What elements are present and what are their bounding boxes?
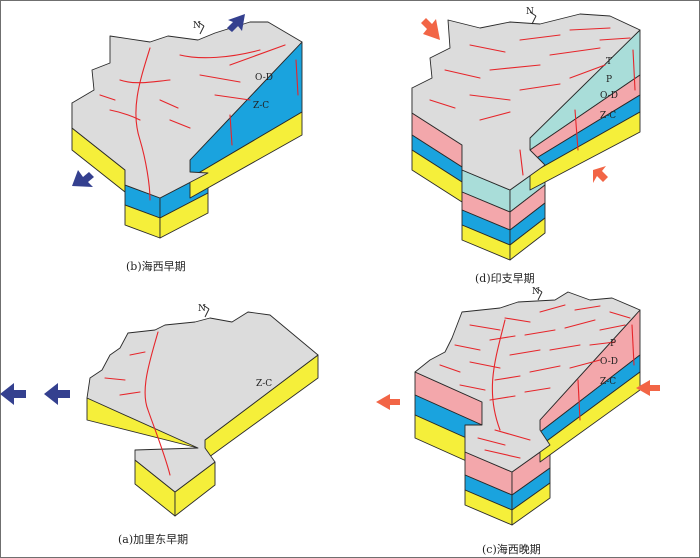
panel-c-north-arrow: N xyxy=(532,287,543,301)
panel-c-arrow-west xyxy=(376,394,400,410)
panel-c: N P O-D Z-C (c)海西晚期 xyxy=(376,287,660,556)
panel-d-label-p: P xyxy=(606,75,612,85)
panel-c-side-faces xyxy=(414,309,641,526)
panel-b-caption: (b)海西早期 xyxy=(126,259,186,273)
panel-d-label-od: O-D xyxy=(600,91,618,101)
panel-b-layer-zc-right xyxy=(189,111,303,199)
panel-b-arrow-ne xyxy=(227,14,245,32)
panel-d-label-zc: Z-C xyxy=(600,111,616,121)
panel-c-fractures xyxy=(439,304,635,459)
panel-d: N T P O-D Z-C (d)印支早期 xyxy=(411,7,641,285)
panel-d-side-faces xyxy=(411,29,641,261)
panel-b-label-od: O-D xyxy=(255,73,273,83)
panel-c-arrow-east xyxy=(636,380,660,396)
panel-c-label-od: O-D xyxy=(600,357,618,367)
panel-d-north-arrow: N xyxy=(526,7,537,25)
panel-b-layer-zc-front xyxy=(159,192,209,239)
panel-d-north-label: N xyxy=(526,7,534,17)
panel-d-arrow-se xyxy=(593,166,608,183)
panel-b: N O-D Z-C (b)海西早期 xyxy=(71,14,303,273)
panel-a-fractures xyxy=(104,331,171,476)
panel-d-arrow-nw xyxy=(421,18,440,40)
panel-c-label-zc: Z-C xyxy=(600,377,616,387)
panel-c-top-surface xyxy=(414,291,641,473)
panel-a-top-surface xyxy=(86,311,319,493)
panel-b-top-surface xyxy=(71,21,303,199)
panel-a-arrow-east xyxy=(0,383,26,405)
panel-c-layer-zc-front xyxy=(511,482,551,526)
panel-a-north-arrow: N xyxy=(198,304,210,318)
panel-c-label-p: P xyxy=(610,339,616,349)
panel-b-label-zc: Z-C xyxy=(253,101,269,111)
panel-b-arrow-sw xyxy=(72,170,94,187)
panel-b-north-label: N xyxy=(193,21,201,31)
panel-d-label-t: T xyxy=(606,57,612,67)
panel-a-arrow-west xyxy=(44,383,70,405)
panel-d-caption: (d)印支早期 xyxy=(475,272,535,285)
panel-c-caption: (c)海西晚期 xyxy=(482,542,541,556)
panel-a: N Z-C (a)加里东早期 xyxy=(0,304,319,546)
panel-d-layer-zc-front xyxy=(509,217,546,261)
panel-b-north-arrow: N xyxy=(193,21,205,35)
panel-a-stress-arrows xyxy=(0,383,70,405)
panel-d-fractures xyxy=(429,27,636,176)
panel-a-caption: (a)加里东早期 xyxy=(118,533,188,546)
panel-a-north-label: N xyxy=(198,304,206,314)
panel-d-layer-zc-right xyxy=(529,111,641,191)
panel-a-label-zc: Z-C xyxy=(256,379,272,389)
panel-b-fractures xyxy=(99,44,299,201)
panel-d-top-surface xyxy=(411,13,641,191)
panel-b-stress-arrows xyxy=(72,14,245,187)
panel-c-stress-arrows xyxy=(376,380,660,410)
panel-d-stress-arrows xyxy=(421,18,608,183)
panel-c-north-label: N xyxy=(532,287,540,297)
